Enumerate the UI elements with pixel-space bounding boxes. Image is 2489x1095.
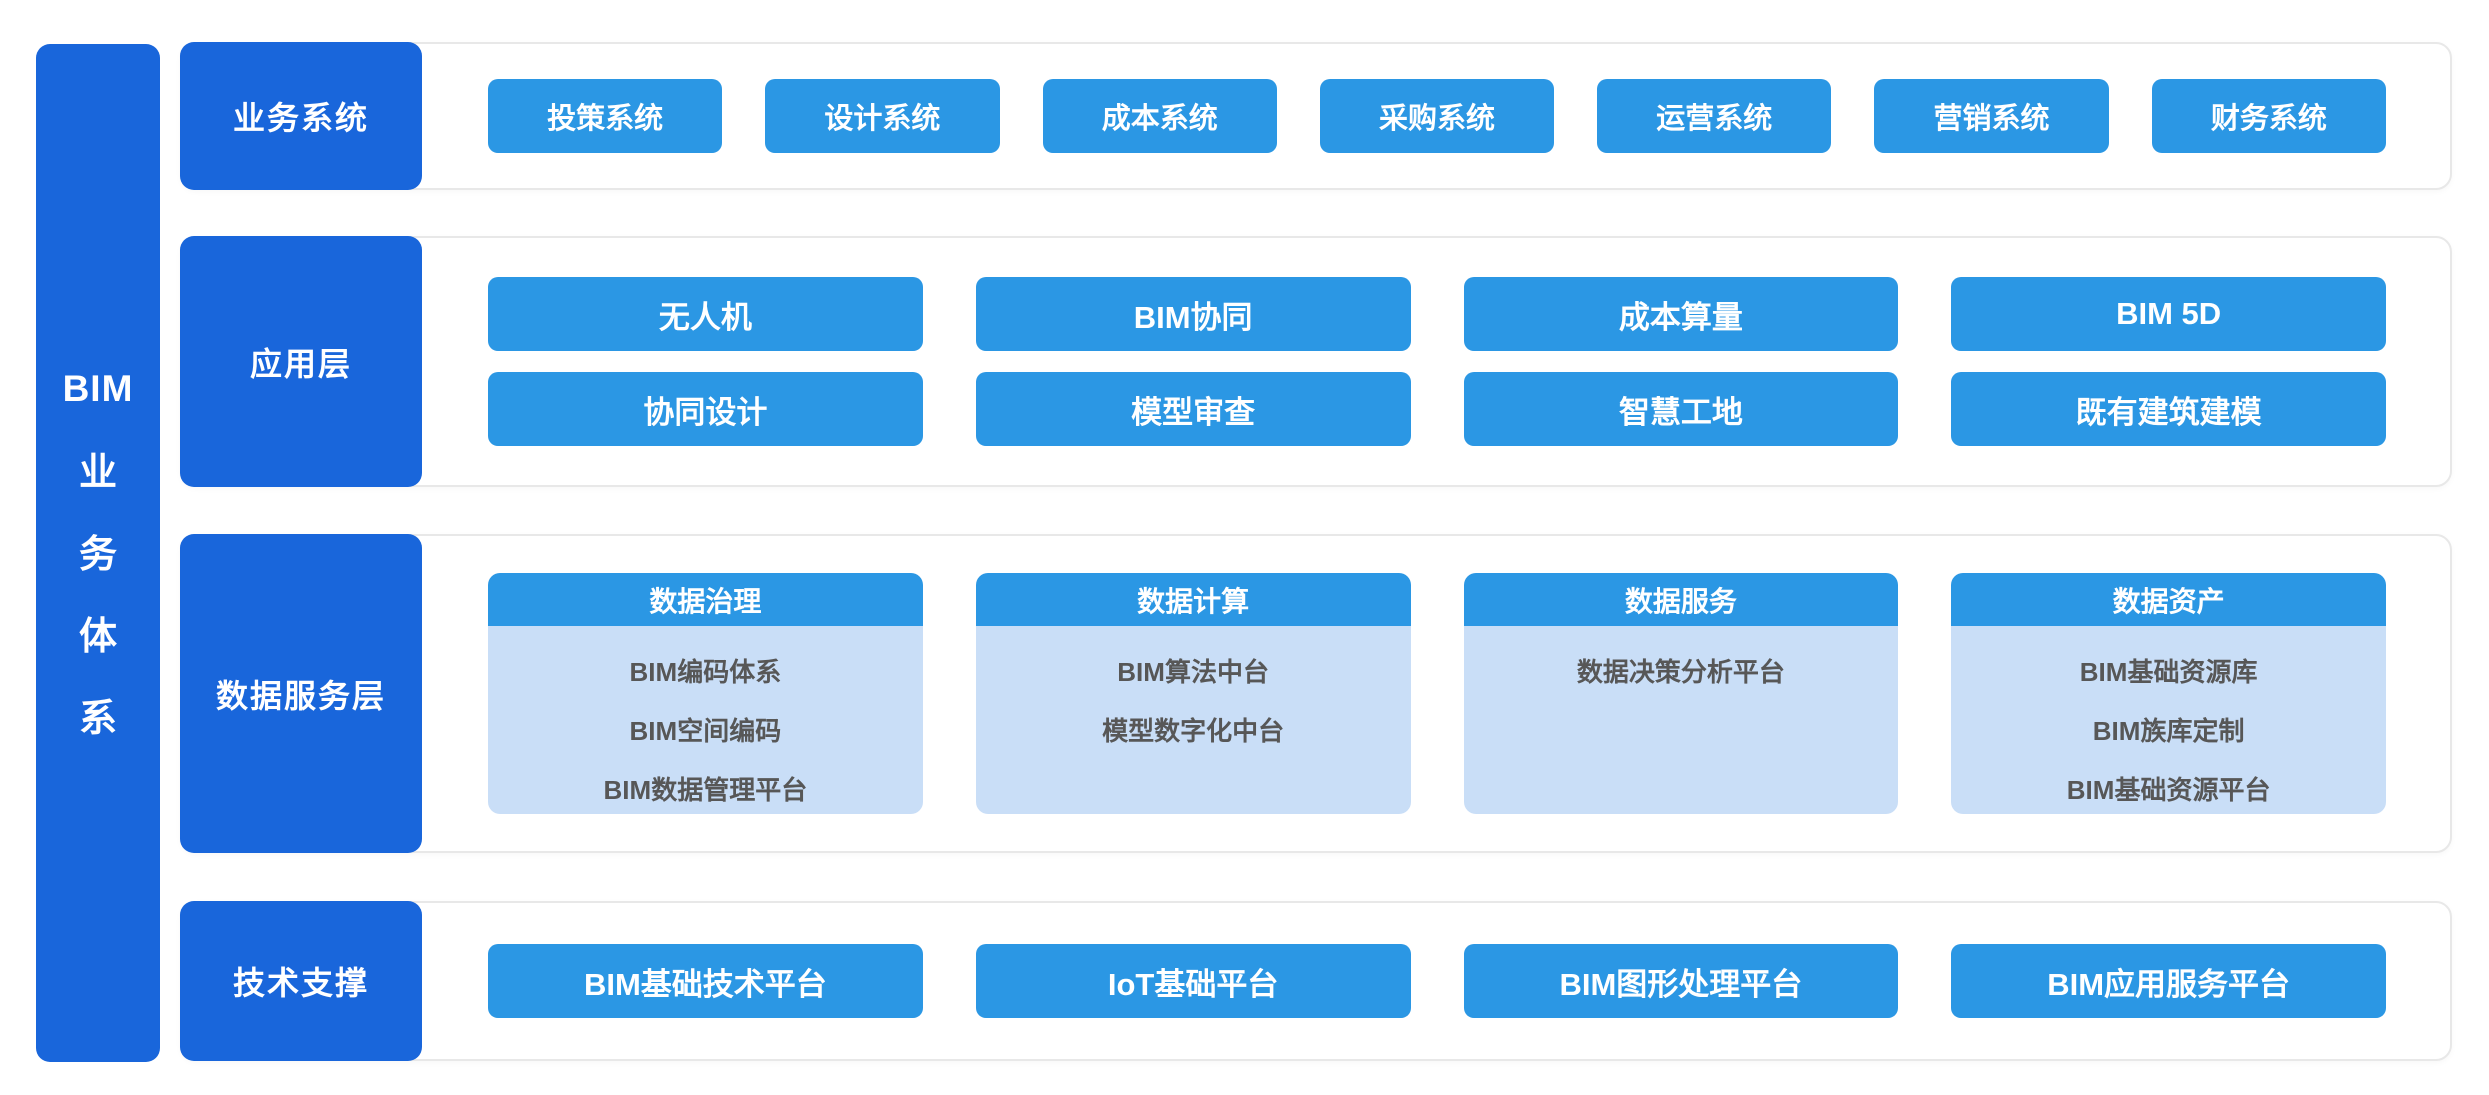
existing-building-modeling-block: 既有建筑建模 <box>1951 372 2386 446</box>
design-system-block: 设计系统 <box>765 79 1000 153</box>
data-asset-card: 数据资产 BIM基础资源库 BIM族库定制 BIM基础资源平台 <box>1951 573 2386 814</box>
invest-system-block: 投策系统 <box>488 79 723 153</box>
card-item: BIM算法中台 <box>1117 657 1269 687</box>
title-char-4: 系 <box>78 698 117 740</box>
business-systems-label: 业务系统 <box>180 42 422 190</box>
card-item: 数据决策分析平台 <box>1576 657 1785 687</box>
card-item: 模型数字化中台 <box>1102 716 1285 746</box>
bim-base-tech-platform-block: BIM基础技术平台 <box>488 944 923 1018</box>
operation-system-block: 运营系统 <box>1597 79 1832 153</box>
row-application-layer: 应用层 无人机 BIM协同 成本算量 BIM 5D 协同设计 模型审查 智慧工地… <box>180 236 2452 487</box>
data-service-card-title: 数据服务 <box>1463 573 1899 626</box>
title-char-1: 业 <box>78 452 117 494</box>
bim-5d-block: BIM 5D <box>1951 277 2386 351</box>
collaborative-design-block: 协同设计 <box>488 372 923 446</box>
model-review-block: 模型审查 <box>975 372 1411 446</box>
data-computing-card-title: 数据计算 <box>975 573 1411 626</box>
card-item: BIM空间编码 <box>629 716 782 746</box>
data-service-layer-label: 数据服务层 <box>180 534 422 853</box>
data-governance-card-body: BIM编码体系 BIM空间编码 BIM数据管理平台 <box>488 626 923 814</box>
card-item: BIM编码体系 <box>629 657 782 687</box>
data-computing-card: 数据计算 BIM算法中台 模型数字化中台 <box>975 573 1411 814</box>
card-item: BIM族库定制 <box>2092 716 2245 746</box>
cost-system-block: 成本系统 <box>1042 79 1277 153</box>
row-business-systems: 业务系统 投策系统 设计系统 成本系统 采购系统 运营系统 营销系统 财务系统 <box>180 42 2452 190</box>
data-service-card-body: 数据决策分析平台 <box>1463 626 1899 814</box>
data-asset-card-body: BIM基础资源库 BIM族库定制 BIM基础资源平台 <box>1951 626 2386 814</box>
card-item: BIM基础资源平台 <box>2066 775 2271 805</box>
data-governance-card: 数据治理 BIM编码体系 BIM空间编码 BIM数据管理平台 <box>488 573 923 814</box>
business-systems-content: 投策系统 设计系统 成本系统 采购系统 运营系统 营销系统 财务系统 <box>488 44 2386 188</box>
title-char-3: 体 <box>78 616 117 658</box>
data-service-card: 数据服务 数据决策分析平台 <box>1463 573 1899 814</box>
data-service-layer-content: 数据治理 BIM编码体系 BIM空间编码 BIM数据管理平台 数据计算 BIM算… <box>488 536 2386 851</box>
card-item: BIM基础资源库 <box>2079 657 2258 687</box>
bim-graphics-platform-block: BIM图形处理平台 <box>1463 944 1899 1018</box>
procurement-system-block: 采购系统 <box>1319 79 1555 153</box>
finance-system-block: 财务系统 <box>2151 79 2386 153</box>
data-governance-card-title: 数据治理 <box>488 573 923 626</box>
row-tech-support: 技术支撑 BIM基础技术平台 IoT基础平台 BIM图形处理平台 BIM应用服务… <box>180 901 2452 1061</box>
title-line-bim: BIM <box>62 368 134 409</box>
tech-support-content: BIM基础技术平台 IoT基础平台 BIM图形处理平台 BIM应用服务平台 <box>488 903 2386 1059</box>
data-computing-card-body: BIM算法中台 模型数字化中台 <box>975 626 1411 814</box>
iot-base-platform-block: IoT基础平台 <box>975 944 1411 1018</box>
marketing-system-block: 营销系统 <box>1874 79 2109 153</box>
vertical-title-bar: BIM 业 务 体 系 <box>36 44 160 1062</box>
cost-estimation-block: 成本算量 <box>1463 277 1899 351</box>
tech-support-label: 技术支撑 <box>180 901 422 1061</box>
application-layer-content: 无人机 BIM协同 成本算量 BIM 5D 协同设计 模型审查 智慧工地 既有建… <box>488 238 2386 485</box>
application-layer-label: 应用层 <box>180 236 422 487</box>
bim-collaboration-block: BIM协同 <box>975 277 1411 351</box>
bim-app-service-platform-block: BIM应用服务平台 <box>1951 944 2386 1018</box>
card-item: BIM数据管理平台 <box>603 775 808 805</box>
title-char-2: 务 <box>78 534 117 576</box>
data-asset-card-title: 数据资产 <box>1951 573 2386 626</box>
smart-site-block: 智慧工地 <box>1463 372 1899 446</box>
drone-block: 无人机 <box>488 277 923 351</box>
row-data-service-layer: 数据服务层 数据治理 BIM编码体系 BIM空间编码 BIM数据管理平台 数据计… <box>180 534 2452 853</box>
